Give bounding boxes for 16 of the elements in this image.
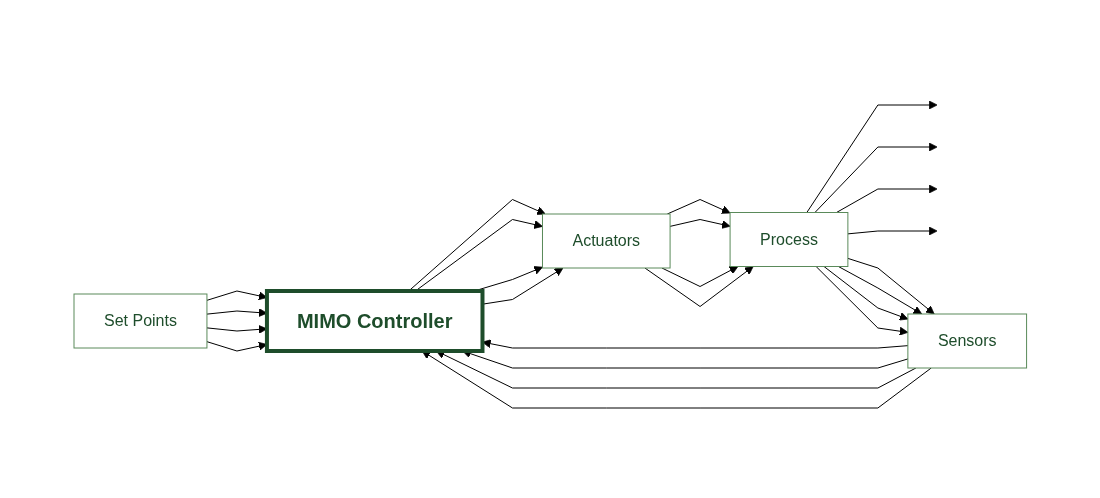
node-box: Actuators [541,213,671,269]
arrow [806,100,938,213]
node-box: MIMO Controller [264,289,485,353]
node-box: Set Points [73,293,208,349]
arrow [837,266,922,315]
node-box: Sensors [907,313,1027,369]
arrow [847,257,935,315]
arrow [835,184,938,213]
arrow [815,266,908,336]
arrow [814,142,938,213]
arrow [847,226,938,236]
arrow [666,199,731,215]
arrow [823,266,908,321]
arrow [669,219,731,229]
node-box: Process [729,212,849,267]
arrow [644,266,754,307]
